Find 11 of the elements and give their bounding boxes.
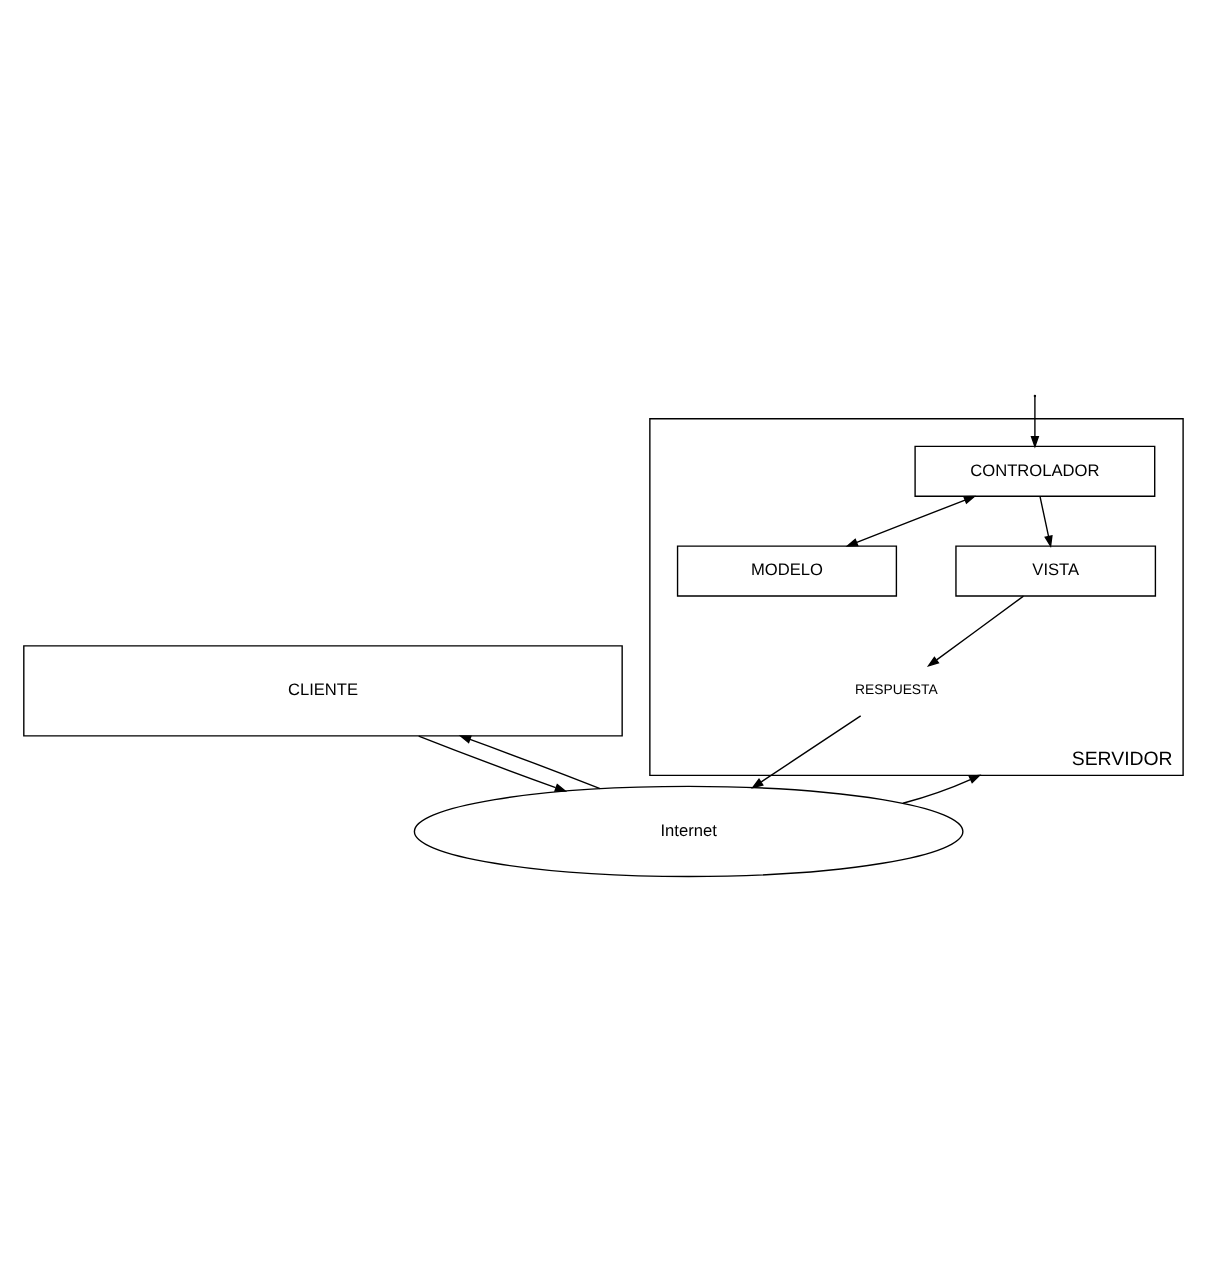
arrow	[1039, 496, 1053, 549]
arrow	[1030, 396, 1040, 449]
arrow	[926, 595, 1025, 668]
node-box: CLIENTE	[23, 645, 623, 737]
node-box: MODELO	[676, 545, 898, 597]
arrow	[751, 715, 862, 789]
arrow	[845, 495, 977, 547]
node-box: CONTROLADOR	[914, 445, 1156, 497]
arrow	[418, 735, 568, 792]
node-box: VISTA	[955, 545, 1157, 597]
arrow	[458, 735, 601, 790]
